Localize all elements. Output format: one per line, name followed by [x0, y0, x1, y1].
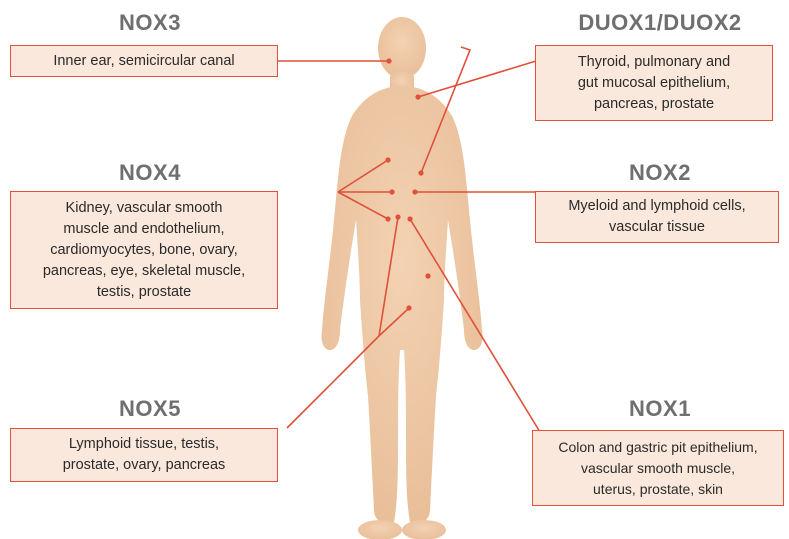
text-duox: Thyroid, pulmonary and gut mucosal epith… [578, 52, 730, 115]
text-nox2: Myeloid and lymphoid cells, vascular tis… [568, 196, 745, 238]
text-nox5: Lymphoid tissue, testis, prostate, ovary… [63, 434, 226, 476]
text-nox4: Kidney, vascular smooth muscle and endot… [43, 198, 245, 303]
heading-nox1: NOX1 [570, 396, 750, 422]
text-nox3: Inner ear, semicircular canal [53, 51, 234, 72]
heading-nox3: NOX3 [60, 10, 240, 36]
box-nox2: Myeloid and lymphoid cells, vascular tis… [535, 191, 779, 243]
heading-nox5: NOX5 [60, 396, 240, 422]
text-nox1: Colon and gastric pit epithelium, vascul… [558, 437, 757, 500]
connector-nox5-c [287, 336, 379, 428]
connector-duox-1 [418, 61, 536, 97]
heading-nox4: NOX4 [60, 160, 240, 186]
human-body-silhouette [321, 17, 482, 539]
heading-duox: DUOX1/DUOX2 [540, 10, 780, 36]
box-duox: Thyroid, pulmonary and gut mucosal epith… [535, 45, 773, 121]
box-nox5: Lymphoid tissue, testis, prostate, ovary… [10, 428, 278, 482]
box-nox4: Kidney, vascular smooth muscle and endot… [10, 191, 278, 309]
heading-nox2: NOX2 [570, 160, 750, 186]
box-nox3: Inner ear, semicircular canal [10, 45, 278, 77]
box-nox1: Colon and gastric pit epithelium, vascul… [532, 430, 784, 506]
